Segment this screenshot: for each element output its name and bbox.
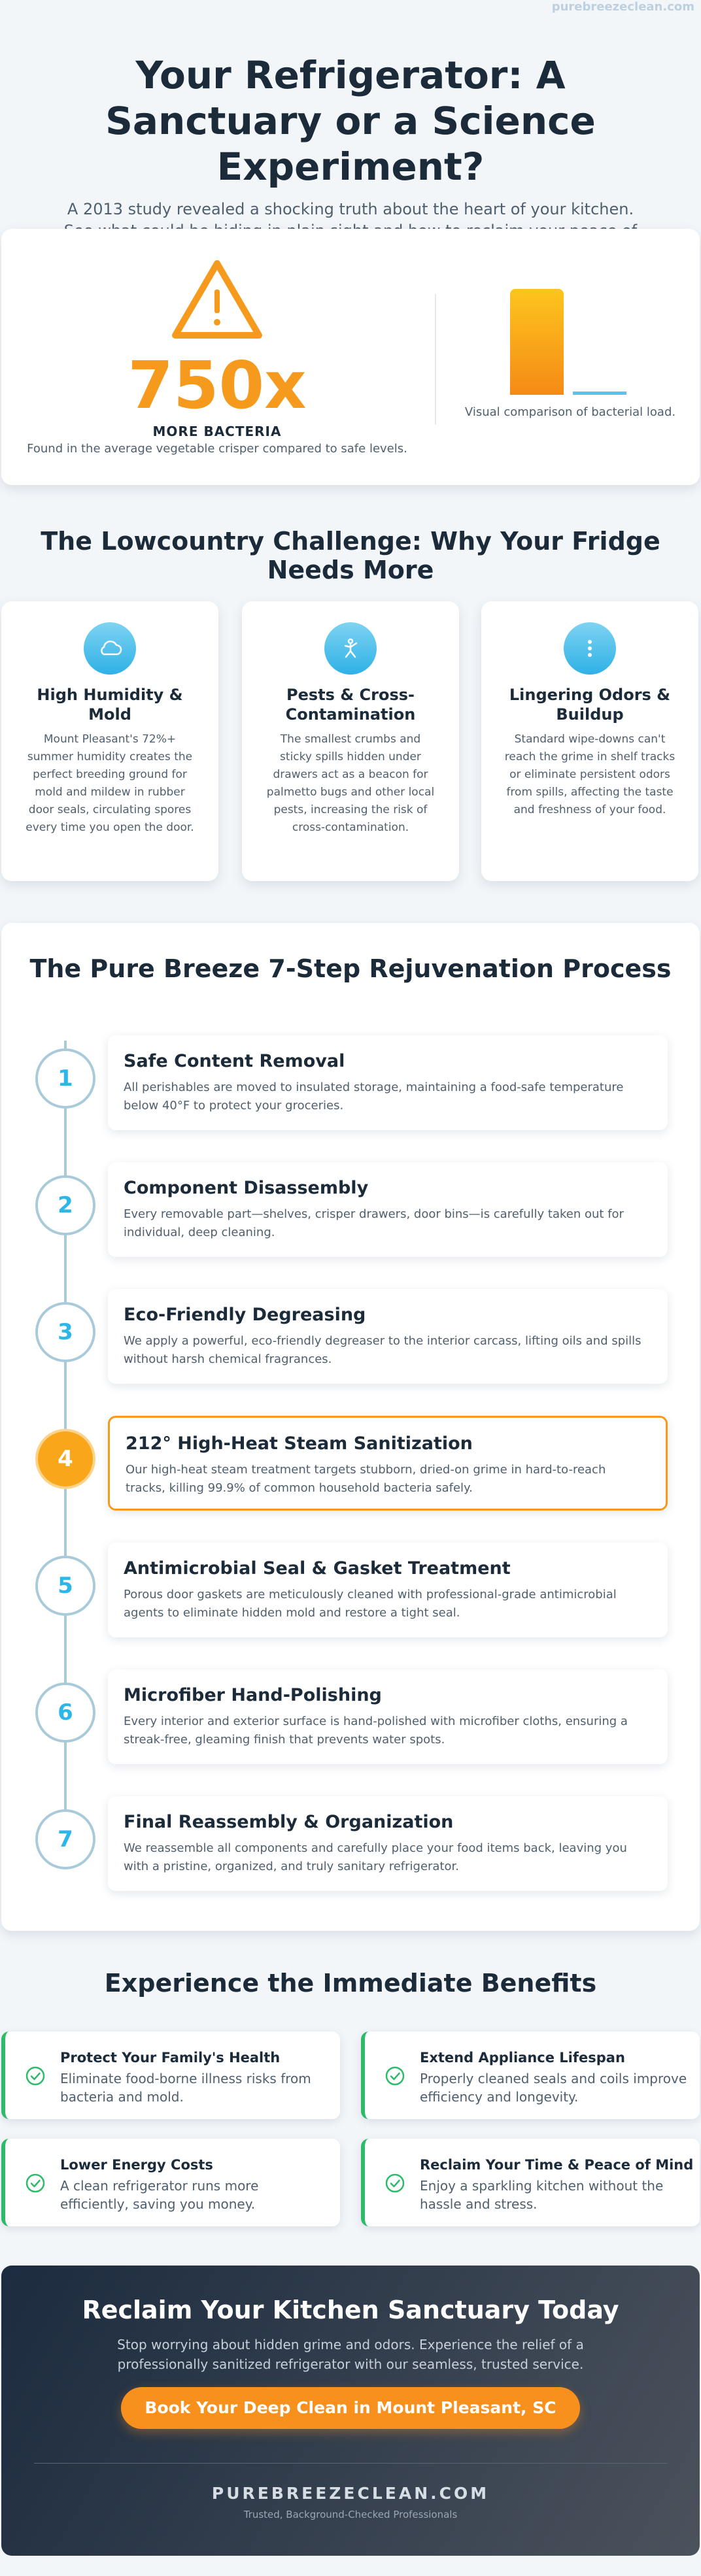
- step-number-4: 4: [35, 1429, 95, 1489]
- benefit-card-lifespan: Extend Appliance Lifespan Properly clean…: [361, 2032, 700, 2119]
- step-card-7: Final Reassembly & Organization We reass…: [108, 1796, 668, 1891]
- challenge-card-pests: Pests & Cross-Contamination The smallest…: [242, 601, 459, 881]
- process-title: The Pure Breeze 7-Step Rejuvenation Proc…: [29, 954, 672, 983]
- challenge-icon-badge: [84, 622, 136, 675]
- challenge-card-body: Mount Pleasant's 72%+ summer humidity cr…: [26, 733, 194, 834]
- hero: Your Refrigerator: A Sanctuary or a Scie…: [0, 0, 701, 263]
- step-title: Antimicrobial Seal & Gasket Treatment: [124, 1558, 511, 1579]
- step-number-1: 1: [35, 1048, 95, 1109]
- watermark: purebreezeclean.com: [551, 0, 694, 14]
- step-number-6: 6: [35, 1682, 95, 1743]
- step-number-7: 7: [35, 1809, 95, 1869]
- benefit-title: Protect Your Family's Health: [60, 2050, 281, 2066]
- step-card-4: 212° High-Heat Steam Sanitization Our hi…: [108, 1416, 668, 1511]
- challenge-card-humidity: High Humidity & Mold Mount Pleasant's 72…: [1, 601, 218, 881]
- challenge-icon-badge: [324, 622, 377, 675]
- book-deep-clean-button[interactable]: Book Your Deep Clean in Mount Pleasant, …: [121, 2387, 580, 2429]
- challenge-icon-badge: [564, 622, 616, 675]
- cta-body: Stop worrying about hidden grime and odo…: [117, 2337, 584, 2372]
- stat-left: 750x MORE BACTERIA Found in the average …: [1, 229, 433, 485]
- cta-divider: [34, 2463, 667, 2464]
- stat-description: Found in the average vegetable crisper c…: [27, 442, 407, 456]
- more-vertical-icon: [588, 640, 592, 657]
- step-body: Our high-heat steam treatment targets st…: [126, 1463, 606, 1495]
- step-number-5: 5: [35, 1556, 95, 1616]
- cta-section: Reclaim Your Kitchen Sanctuary Today Sto…: [1, 2266, 700, 2556]
- challenge-title: The Lowcountry Challenge: Why Your Fridg…: [41, 527, 660, 584]
- check-circle-icon: [385, 2173, 405, 2193]
- page-title: Your Refrigerator: A Sanctuary or a Scie…: [105, 53, 596, 189]
- cloud-icon: [101, 641, 122, 656]
- benefit-title: Lower Energy Costs: [60, 2157, 213, 2173]
- benefit-card-time: Reclaim Your Time & Peace of Mind Enjoy …: [361, 2139, 700, 2226]
- step-number-3: 3: [35, 1302, 95, 1362]
- benefit-body: Enjoy a sparkling kitchen without the ha…: [420, 2178, 664, 2212]
- step-body: All perishables are moved to insulated s…: [124, 1080, 624, 1112]
- step-body: Every interior and exterior surface is h…: [124, 1715, 628, 1747]
- benefit-body: A clean refrigerator runs more efficient…: [60, 2178, 259, 2212]
- step-card-3: Eco-Friendly Degreasing We apply a power…: [108, 1289, 668, 1384]
- stat-card: 750x MORE BACTERIA Found in the average …: [1, 229, 700, 485]
- step-title: Eco-Friendly Degreasing: [124, 1305, 366, 1325]
- benefit-card-energy: Lower Energy Costs A clean refrigerator …: [1, 2139, 340, 2226]
- footer-tagline: Trusted, Background-Checked Professional…: [243, 2509, 458, 2520]
- step-card-1: Safe Content Removal All perishables are…: [108, 1035, 668, 1130]
- stat-label: MORE BACTERIA: [152, 424, 282, 439]
- check-circle-icon: [26, 2173, 45, 2193]
- benefit-title: Extend Appliance Lifespan: [420, 2050, 625, 2066]
- step-body: We apply a powerful, eco-friendly degrea…: [124, 1334, 641, 1366]
- step-title: Microfiber Hand-Polishing: [124, 1685, 382, 1705]
- step-card-2: Component Disassembly Every removable pa…: [108, 1162, 668, 1257]
- bug-icon: [344, 638, 358, 658]
- step-body: Every removable part—shelves, crisper dr…: [124, 1207, 624, 1239]
- step-body: Porous door gaskets are meticulously cle…: [124, 1588, 617, 1620]
- benefit-card-health: Protect Your Family's Health Eliminate f…: [1, 2032, 340, 2119]
- step-number-2: 2: [35, 1175, 95, 1235]
- step-title: Component Disassembly: [124, 1178, 369, 1198]
- bar-caption: Visual comparison of bacterial load.: [464, 405, 676, 419]
- benefit-body: Eliminate food-borne illness risks from …: [60, 2071, 311, 2105]
- step-card-5: Antimicrobial Seal & Gasket Treatment Po…: [108, 1543, 668, 1637]
- challenge-card-odors: Lingering Odors & Buildup Standard wipe-…: [481, 601, 698, 881]
- step-title: Safe Content Removal: [124, 1051, 345, 1071]
- check-circle-icon: [26, 2066, 45, 2086]
- check-circle-icon: [385, 2066, 405, 2086]
- cta-title: Reclaim Your Kitchen Sanctuary Today: [82, 2296, 619, 2324]
- challenge-card-body: Standard wipe-downs can't reach the grim…: [504, 733, 675, 816]
- step-title: Final Reassembly & Organization: [124, 1812, 454, 1832]
- step-title: 212° High-Heat Steam Sanitization: [126, 1433, 473, 1454]
- step-body: We reassemble all components and careful…: [124, 1841, 627, 1873]
- benefit-body: Properly cleaned seals and coils improve…: [420, 2071, 687, 2105]
- stat-number: 750x: [128, 347, 307, 424]
- challenge-card-title: Lingering Odors & Buildup: [509, 686, 671, 724]
- benefits-title: Experience the Immediate Benefits: [104, 1969, 597, 1998]
- process-section: The Pure Breeze 7-Step Rejuvenation Proc…: [1, 923, 700, 1931]
- bacteria-bar-crisper: [510, 289, 564, 395]
- challenge-card-title: Pests & Cross-Contamination: [285, 686, 416, 724]
- footer-brand[interactable]: PUREBREEZECLEAN.COM: [211, 2484, 490, 2503]
- stat-divider: [435, 294, 436, 425]
- benefit-title: Reclaim Your Time & Peace of Mind: [420, 2157, 694, 2173]
- step-card-6: Microfiber Hand-Polishing Every interior…: [108, 1669, 668, 1764]
- challenge-card-title: High Humidity & Mold: [37, 686, 183, 724]
- bacteria-bar-safe: [573, 392, 626, 395]
- challenge-card-body: The smallest crumbs and sticky spills hi…: [266, 733, 435, 834]
- warning-triangle-icon: [172, 260, 262, 339]
